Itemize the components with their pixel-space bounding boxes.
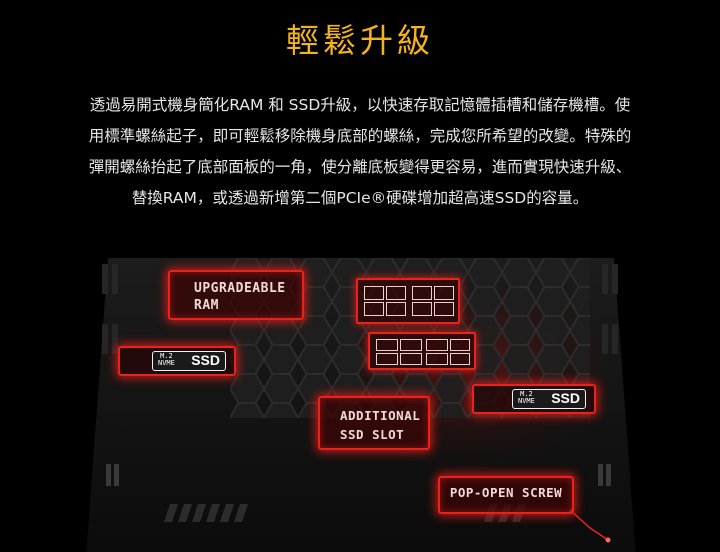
- callout-upgradeable-ram: UPGRADEABLE RAM: [168, 270, 304, 320]
- description-line: 彈開螺絲抬起了底部面板的一角，使分離底板變得更容易，進而實現快速升級、: [88, 158, 632, 176]
- description: 透過易開式機身簡化RAM 和 SSD升級，以快速存取記憶體插槽和儲存機槽。使 用…: [18, 90, 702, 214]
- ssd-label: SSD: [551, 390, 580, 406]
- ssd-label: SSD: [191, 352, 220, 368]
- callout-text: UPGRADEABLE: [194, 281, 286, 296]
- vent-slits-left: [102, 264, 119, 486]
- screw-pointer-line: [569, 509, 611, 543]
- callout-text: ADDITIONAL: [340, 408, 421, 423]
- callout-text: SSD SLOT: [340, 427, 405, 442]
- description-line: 用標準螺絲起子，即可輕鬆移除機身底部的螺絲，完成您所希望的改變。特殊的: [88, 127, 632, 145]
- callout-text: RAM: [194, 298, 219, 313]
- callout-additional-ssd-slot: ADDITIONAL SSD SLOT: [318, 396, 430, 450]
- page-title: 輕鬆升級: [286, 21, 434, 60]
- vent-slits-right: [598, 264, 618, 486]
- ram-module-1: [356, 278, 460, 324]
- ram-module-2: [368, 332, 476, 370]
- description-line: 透過易開式機身簡化RAM 和 SSD升級，以快速存取記憶體插槽和儲存機槽。使: [89, 96, 631, 114]
- description-line: 替換RAM，或透過新增第二個PCIe®硬碟增加超高速SSD的容量。: [131, 189, 589, 207]
- callout-pop-open-screw: POP-OPEN SCREW: [438, 476, 574, 514]
